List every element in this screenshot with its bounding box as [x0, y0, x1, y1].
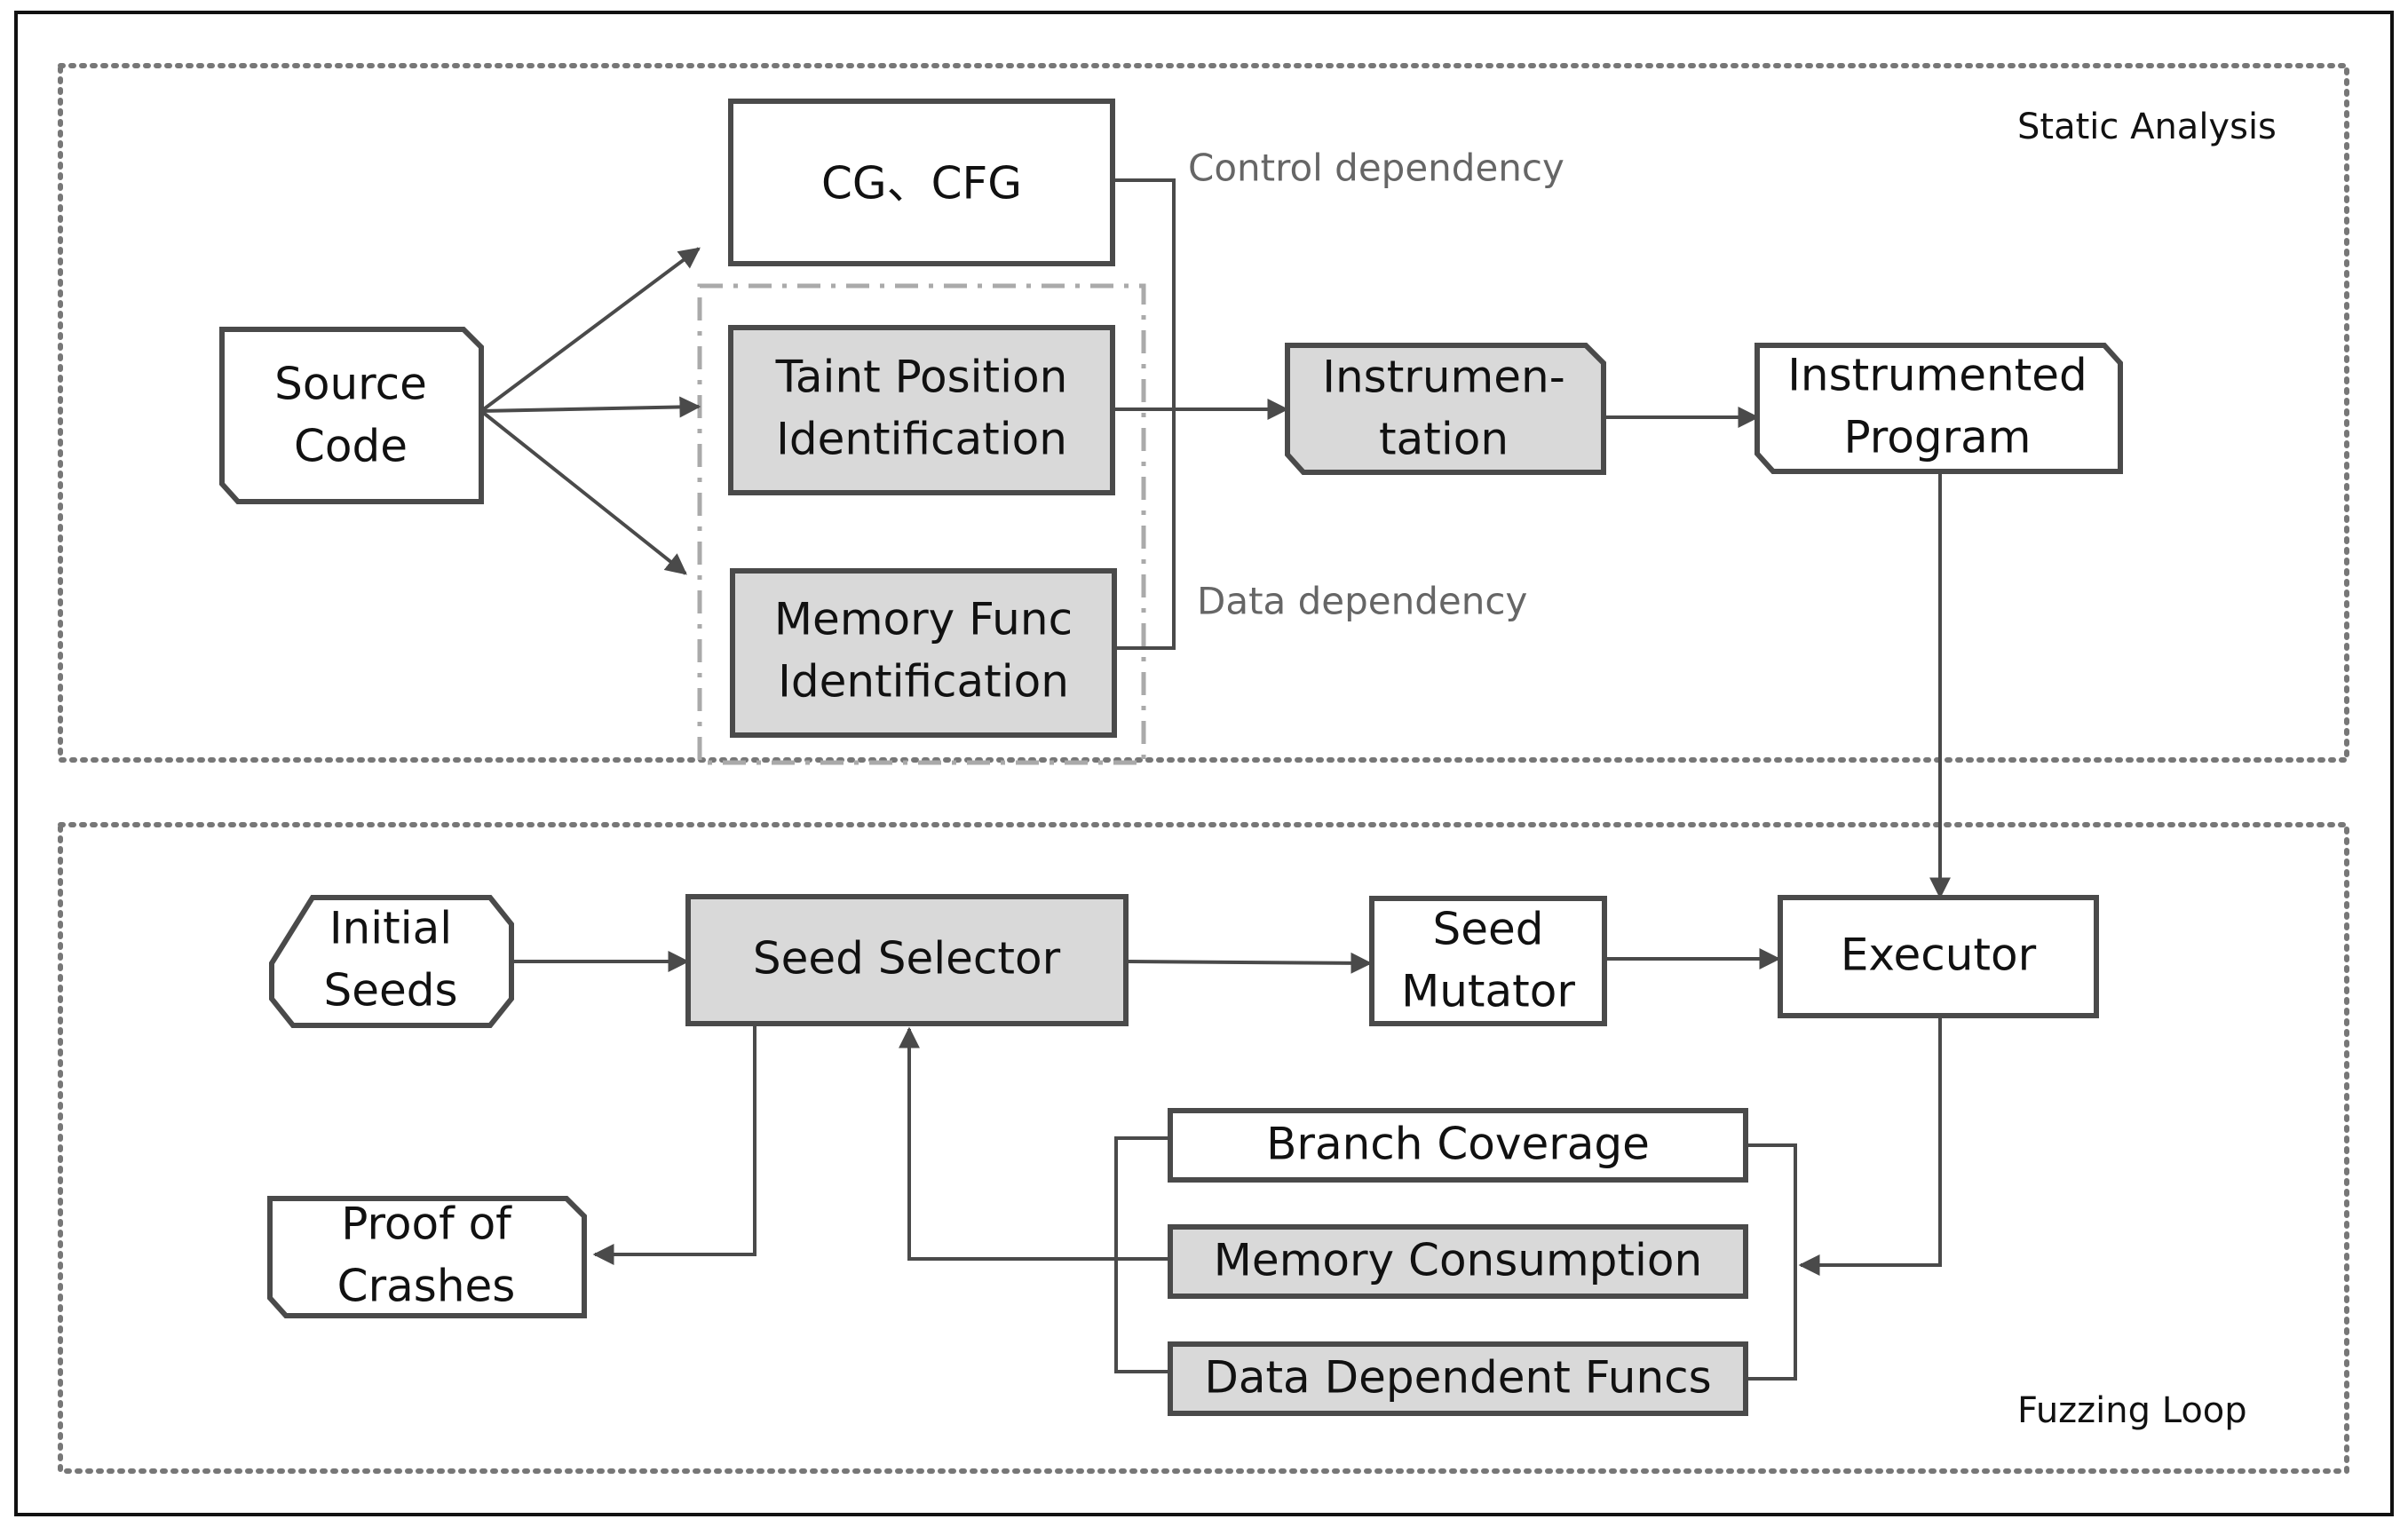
node-seed-mutator: Seed Mutator	[1369, 896, 1607, 1026]
node-memory-consumption: Memory Consumption	[1168, 1224, 1748, 1299]
node-seed-mutator-line-1: Seed	[1433, 904, 1544, 955]
static-analysis-title: Static Analysis	[2017, 107, 2277, 147]
node-initial-seeds-line-1: Initial	[329, 903, 452, 954]
static-analysis-region	[58, 63, 2349, 763]
node-cg-cfg: CG、CFG	[728, 99, 1115, 266]
node-instrumented-program-line-1: Instrumented	[1787, 350, 2087, 401]
arrow-source-to-taint	[480, 396, 701, 418]
identification-group	[697, 283, 1146, 765]
node-instrumented-program-line-2: Program	[1844, 412, 2032, 463]
feedback-right-bracket	[1747, 1143, 1797, 1381]
node-taint-position: Taint Position Identification	[728, 325, 1115, 495]
node-source-code: Source Code	[219, 327, 484, 504]
node-memory-func-line-2: Identification	[778, 656, 1069, 708]
arrow-feedback-to-selector	[899, 1026, 1170, 1261]
arrow-selector-to-crashes	[592, 1025, 756, 1265]
node-memory-func: Memory Func Identification	[730, 568, 1117, 738]
node-memory-consumption-line-1: Memory Consumption	[1214, 1235, 1702, 1286]
node-seed-selector: Seed Selector	[685, 894, 1129, 1026]
control-dependency-note: Control dependency	[1188, 146, 1564, 190]
dependency-bracket	[1115, 178, 1176, 650]
node-initial-seeds-line-2: Seeds	[323, 965, 457, 1017]
node-taint-position-line-1: Taint Position	[775, 352, 1068, 403]
node-instrumentation-line-1: Instrumen-	[1322, 352, 1565, 403]
fuzzing-loop-region	[58, 822, 2349, 1474]
node-data-dependent-funcs: Data Dependent Funcs	[1168, 1341, 1748, 1416]
node-branch-coverage-line-1: Branch Coverage	[1266, 1119, 1650, 1170]
node-executor: Executor	[1778, 895, 2099, 1018]
node-proof-of-crashes-line-2: Crashes	[337, 1261, 516, 1312]
node-branch-coverage: Branch Coverage	[1168, 1108, 1748, 1183]
fuzzing-loop-title: Fuzzing Loop	[2017, 1390, 2247, 1431]
node-executor-line-1: Executor	[1841, 930, 2037, 981]
node-seed-mutator-line-2: Mutator	[1401, 966, 1575, 1017]
node-proof-of-crashes: Proof of Crashes	[267, 1196, 587, 1318]
node-cg-cfg-line-1: CG、CFG	[821, 158, 1022, 210]
node-proof-of-crashes-line-1: Proof of	[341, 1199, 512, 1250]
data-dependency-note: Data dependency	[1197, 580, 1527, 623]
arrow-selector-to-mutator	[1125, 952, 1373, 974]
node-instrumented-program: Instrumented Program	[1755, 343, 2123, 474]
node-source-code-line-2: Code	[294, 421, 408, 472]
node-instrumentation: Instrumen- tation	[1285, 343, 1606, 475]
arrow-source-to-memory-func	[479, 409, 687, 575]
node-memory-func-line-1: Memory Func	[774, 594, 1073, 645]
feedback-left-bracket	[1114, 1136, 1170, 1373]
arrow-executor-to-feedback	[1798, 1017, 1942, 1276]
node-data-dependent-funcs-line-1: Data Dependent Funcs	[1204, 1352, 1711, 1404]
outer-frame	[14, 11, 2394, 1516]
node-seed-selector-line-1: Seed Selector	[753, 933, 1061, 985]
node-source-code-line-1: Source	[274, 359, 427, 410]
node-taint-position-line-2: Identification	[776, 414, 1067, 465]
node-instrumentation-line-2: tation	[1379, 414, 1509, 465]
node-initial-seeds: Initial Seeds	[269, 895, 514, 1028]
arrow-source-to-cg	[479, 247, 701, 413]
